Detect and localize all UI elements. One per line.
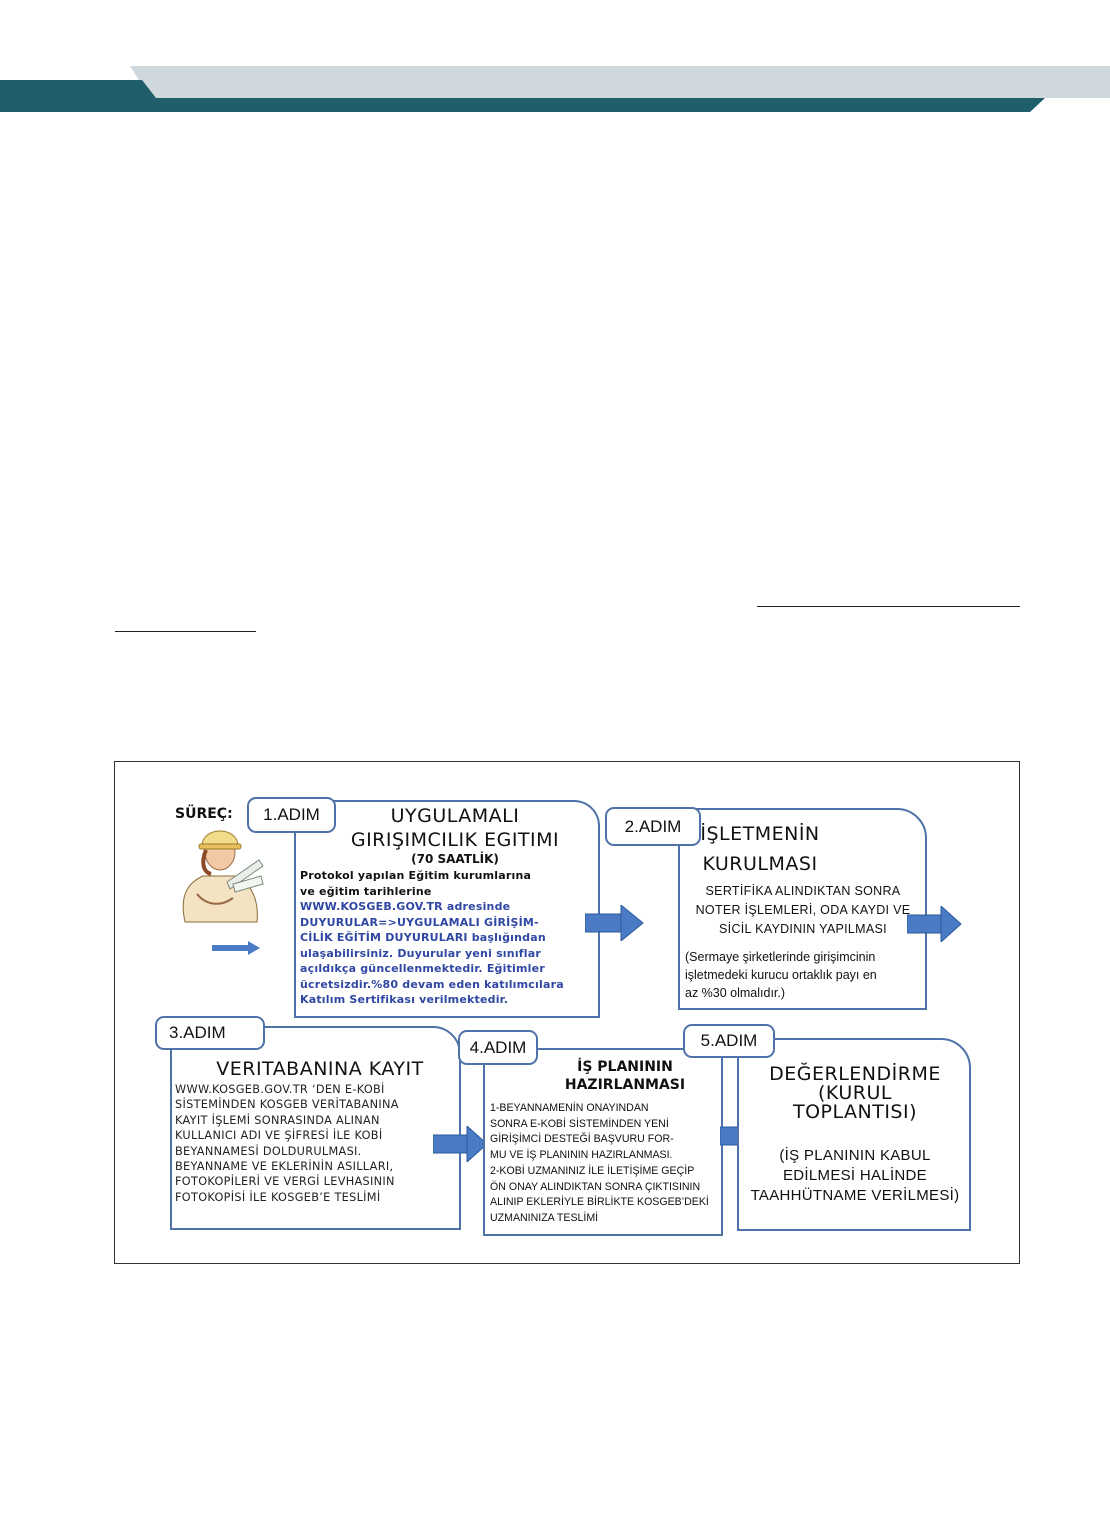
step3-tag: 3.ADIM xyxy=(155,1016,265,1050)
step5-tag: 5.ADIM xyxy=(683,1024,775,1058)
step1-link-line: açıldıkça güncellenmektedir. Eğitimler xyxy=(300,962,545,975)
step4-title-line2: HAZIRLANMASI xyxy=(564,1077,686,1093)
arrow-icon xyxy=(907,906,962,942)
step4-line: GİRİŞİMCİ DESTEĞİ BAŞVURU FOR- xyxy=(490,1133,674,1146)
step5-title-line3: TOPLANTISI) xyxy=(792,1101,918,1123)
step3-body: WWW.KOSGEB.GOV.TR ‘DEN E-KOBİ SİSTEMİNDE… xyxy=(175,1082,460,1205)
step2-title-line2: KURULMASI xyxy=(702,853,818,875)
step4-line: UZMANINIZA TESLİMİ xyxy=(490,1211,599,1224)
step4-line: 2-KOBİ UZMANINIZ İLE İLETİŞİME GEÇİP xyxy=(490,1164,695,1177)
process-label: SÜREÇ: xyxy=(175,806,233,822)
step5-title-line1: DEĞERLENDİRME xyxy=(769,1063,941,1085)
step1-link-line: DUYURULAR=>UYGULAMALI GİRİŞİM- xyxy=(300,915,539,929)
underline-mark xyxy=(757,606,1020,607)
step1-tag: 1.ADIM xyxy=(247,797,336,833)
step3-line: BEYANNAMESİ DOLDURULMASI. xyxy=(175,1144,362,1158)
process-figure: SÜREÇ: 1.ADIM UYGULAMALI GIRIŞIMCILIK EG… xyxy=(114,761,1020,1264)
step5-line: TAAHHÜTNAME VERİLMESİ) xyxy=(750,1187,960,1204)
step2-note: (Sermaye şirketlerinde girişimcinin işle… xyxy=(685,948,925,1002)
step1-subtitle: (70 SAATLİK) xyxy=(411,852,499,866)
step3-line: BEYANNAME VE EKLERİNİN ASILLARI, xyxy=(175,1160,394,1174)
step2-line: SERTİFİKA ALINDIKTAN SONRA xyxy=(705,884,901,898)
step1-line: ve eğitim tarihlerine xyxy=(300,884,432,898)
engineer-illustration xyxy=(182,830,264,923)
step2-box xyxy=(678,808,927,1010)
step2-note-line: az %30 olmalıdır.) xyxy=(685,986,786,1000)
step5-line: EDİLMESİ HALİNDE xyxy=(782,1167,927,1184)
step4-tag: 4.ADIM xyxy=(458,1030,538,1065)
step4-line: ALINIP EKLERİYLE BİRLİKTE KOSGEB’DEKİ xyxy=(490,1196,709,1209)
step1-line: Protokol yapılan Eğitim kurumlarına xyxy=(300,869,532,882)
step4-line: 1-BEYANNAMENİN ONAYINDAN xyxy=(490,1102,649,1114)
step5-line: (İŞ PLANININ KABUL xyxy=(779,1147,931,1164)
step2-note-line: (Sermaye şirketlerinde girişimcinin xyxy=(685,950,876,964)
step1-link-line: ulaşabilirsiniz. Duyurular yeni sınıflar xyxy=(300,946,541,960)
header-banner xyxy=(0,66,1110,112)
step5-title-line2: (KURUL xyxy=(818,1082,892,1104)
step1-title-line2: GIRIŞIMCILIK EGITIMI xyxy=(350,829,560,851)
arrow-icon xyxy=(585,905,644,941)
step2-line: NOTER İŞLEMLERİ, ODA KAYDI VE xyxy=(695,903,911,917)
step3-line: SİSTEMİNDEN KOSGEB VERİTABANINA xyxy=(175,1098,399,1112)
step3-line: WWW.KOSGEB.GOV.TR ‘DEN E-KOBİ xyxy=(175,1083,385,1096)
step2-tag: 2.ADIM xyxy=(605,807,701,846)
arrow-icon xyxy=(433,1126,488,1162)
step1-box xyxy=(294,800,600,1018)
step3-box xyxy=(170,1026,461,1230)
step2-body: SERTİFİKA ALINDIKTAN SONRA NOTER İŞLEMLE… xyxy=(683,882,923,939)
step5-body: (İŞ PLANININ KABUL EDİLMESİ HALİNDE TAAH… xyxy=(741,1146,969,1206)
step3-line: KULLANICI ADI VE ŞİFRESİ İLE KOBİ xyxy=(175,1129,383,1143)
step3-title: VERITABANINA KAYIT xyxy=(216,1058,424,1080)
underline-mark xyxy=(115,631,256,632)
step1-link-line: ücretsizdir.%80 devam eden katılımcılara xyxy=(300,977,564,991)
step2-title-line1: İŞLETMENİN xyxy=(700,823,820,845)
step2-line: SİCİL KAYDININ YAPILMASI xyxy=(719,922,887,936)
step1-body: Protokol yapılan Eğitim kurumlarına ve e… xyxy=(300,868,595,1008)
start-arrow-icon xyxy=(212,941,260,955)
step4-title-line1: İŞ PLANININ xyxy=(577,1059,673,1075)
step4-line: SONRA E-KOBİ SİSTEMİNDEN YENİ xyxy=(490,1117,669,1130)
step4-line: ÖN ONAY ALINDIKTAN SONRA ÇIKTISININ xyxy=(490,1180,701,1193)
step4-line: MU VE İŞ PLANININ HAZIRLANMASI. xyxy=(490,1149,673,1162)
step5-box xyxy=(737,1038,971,1231)
step1-link-line: WWW.KOSGEB.GOV.TR adresinde xyxy=(300,900,511,913)
step1-link-line: CİLİK EĞİTİM DUYURULARI başlığından xyxy=(300,931,546,944)
step3-line: FOTOKOPİLERİ VE VERGİ LEVHASININ xyxy=(175,1175,395,1189)
step3-line: FOTOKOPİSİ İLE KOSGEB’E TESLİMİ xyxy=(175,1190,381,1204)
step2-note-line: işletmedeki kurucu ortaklık payı en xyxy=(685,968,877,982)
step4-body: 1-BEYANNAMENİN ONAYINDAN SONRA E-KOBİ Sİ… xyxy=(490,1101,722,1227)
step3-line: KAYIT İŞLEMİ SONRASINDA ALINAN xyxy=(175,1113,380,1127)
step1-title-line1: UYGULAMALI xyxy=(390,805,520,827)
step1-link-line: Katılım Sertifikası verilmektedir. xyxy=(300,993,509,1006)
